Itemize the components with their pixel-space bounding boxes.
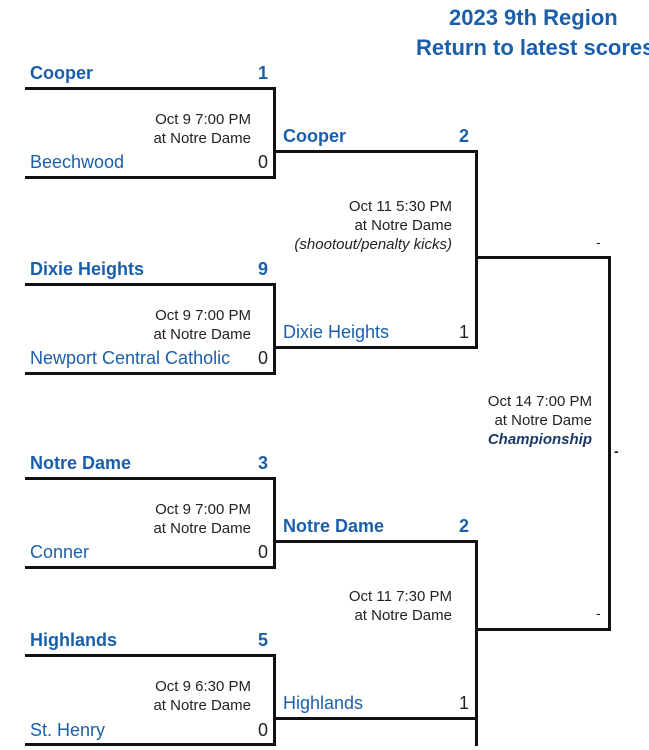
championship-label: Championship: [487, 431, 592, 448]
round2-match2-info: Oct 11 7:30 PM at Notre Dame: [349, 587, 452, 625]
bracket-line: [276, 540, 478, 543]
round1-match2-top-team[interactable]: Dixie Heights: [30, 259, 145, 279]
round1-match3-top-team[interactable]: Notre Dame: [30, 453, 132, 473]
bracket-line: [25, 283, 276, 286]
match-location: at Notre Dame: [153, 326, 251, 343]
round1-match3-bottom-score: 0: [257, 542, 268, 562]
round2-match1-bottom-score: 1: [458, 322, 469, 342]
bracket-line: [608, 256, 611, 631]
round2-match1-bottom-team[interactable]: Dixie Heights: [283, 322, 390, 342]
match-date: Oct 9 7:00 PM: [155, 111, 251, 128]
return-to-latest-scores-link[interactable]: Return to latest scores: [416, 35, 649, 60]
match-location: at Notre Dame: [153, 130, 251, 147]
round2-match2-top-team[interactable]: Notre Dame: [283, 516, 385, 536]
round1-match1-top-team[interactable]: Cooper: [30, 63, 93, 83]
round1-match4-bottom-team[interactable]: St. Henry: [30, 720, 106, 740]
bracket-line: [25, 176, 276, 179]
round1-match4-top-score: 5: [257, 630, 268, 650]
bracket-line: [273, 283, 276, 375]
round2-match2-bottom-team[interactable]: Highlands: [283, 693, 364, 713]
bracket-line: [478, 628, 611, 631]
match-date: Oct 11 5:30 PM: [348, 198, 452, 215]
match-date: Oct 11 7:30 PM: [348, 588, 452, 605]
bracket-line: [276, 717, 478, 720]
match-date: Oct 9 7:00 PM: [155, 307, 251, 324]
round1-match2-bottom-team[interactable]: Newport Central Catholic: [30, 348, 231, 368]
round1-match3-top-score: 3: [257, 453, 268, 473]
bracket-line: [273, 477, 276, 569]
bracket-line: [276, 346, 478, 349]
round1-match4-info: Oct 9 6:30 PM at Notre Dame: [153, 677, 251, 715]
match-location: at Notre Dame: [494, 412, 592, 429]
bracket-line: [276, 150, 478, 153]
round1-match1-info: Oct 9 7:00 PM at Notre Dame: [153, 110, 251, 148]
bracket-line: [25, 743, 276, 746]
round1-match4-bottom-score: 0: [257, 720, 268, 740]
round1-match1-bottom-score: 0: [257, 152, 268, 172]
final-info: Oct 14 7:00 PM at Notre Dame Championshi…: [488, 392, 592, 449]
round1-match3-bottom-team[interactable]: Conner: [30, 542, 90, 562]
round1-match2-bottom-score: 0: [257, 348, 268, 368]
bracket-line: [25, 654, 276, 657]
match-location: at Notre Dame: [354, 217, 452, 234]
round1-match2-info: Oct 9 7:00 PM at Notre Dame: [153, 306, 251, 344]
bracket-line: [475, 150, 478, 349]
match-location: at Notre Dame: [153, 520, 251, 537]
match-date: Oct 14 7:00 PM: [487, 393, 592, 410]
bracket-line: [25, 566, 276, 569]
round2-match1-top-score: 2: [458, 126, 469, 146]
bracket-line: [25, 372, 276, 375]
bracket-line: [475, 540, 478, 746]
match-date: Oct 9 6:30 PM: [155, 678, 251, 695]
round2-match1-top-team[interactable]: Cooper: [283, 126, 346, 146]
match-location: at Notre Dame: [354, 607, 452, 624]
bracket-line: [273, 654, 276, 746]
round2-match2-bottom-score: 1: [458, 693, 469, 713]
final-winner: -: [614, 443, 619, 459]
final-bottom-team: -: [596, 605, 601, 621]
final-top-team: -: [596, 234, 601, 250]
bracket-line: [25, 87, 276, 90]
bracket-line: [25, 477, 276, 480]
match-date: Oct 9 7:00 PM: [155, 501, 251, 518]
round1-match4-top-team[interactable]: Highlands: [30, 630, 118, 650]
round1-match2-top-score: 9: [257, 259, 268, 279]
round2-match2-top-score: 2: [458, 516, 469, 536]
round1-match1-top-score: 1: [257, 63, 268, 83]
round2-match1-info: Oct 11 5:30 PM at Notre Dame (shootout/p…: [294, 197, 452, 254]
bracket-line: [273, 87, 276, 179]
bracket-line: [478, 256, 611, 259]
round1-match3-info: Oct 9 7:00 PM at Notre Dame: [153, 500, 251, 538]
bracket-title: 2023 9th Region: [449, 5, 618, 30]
match-location: at Notre Dame: [153, 697, 251, 714]
round1-match1-bottom-team[interactable]: Beechwood: [30, 152, 125, 172]
match-note: (shootout/penalty kicks): [294, 236, 452, 253]
